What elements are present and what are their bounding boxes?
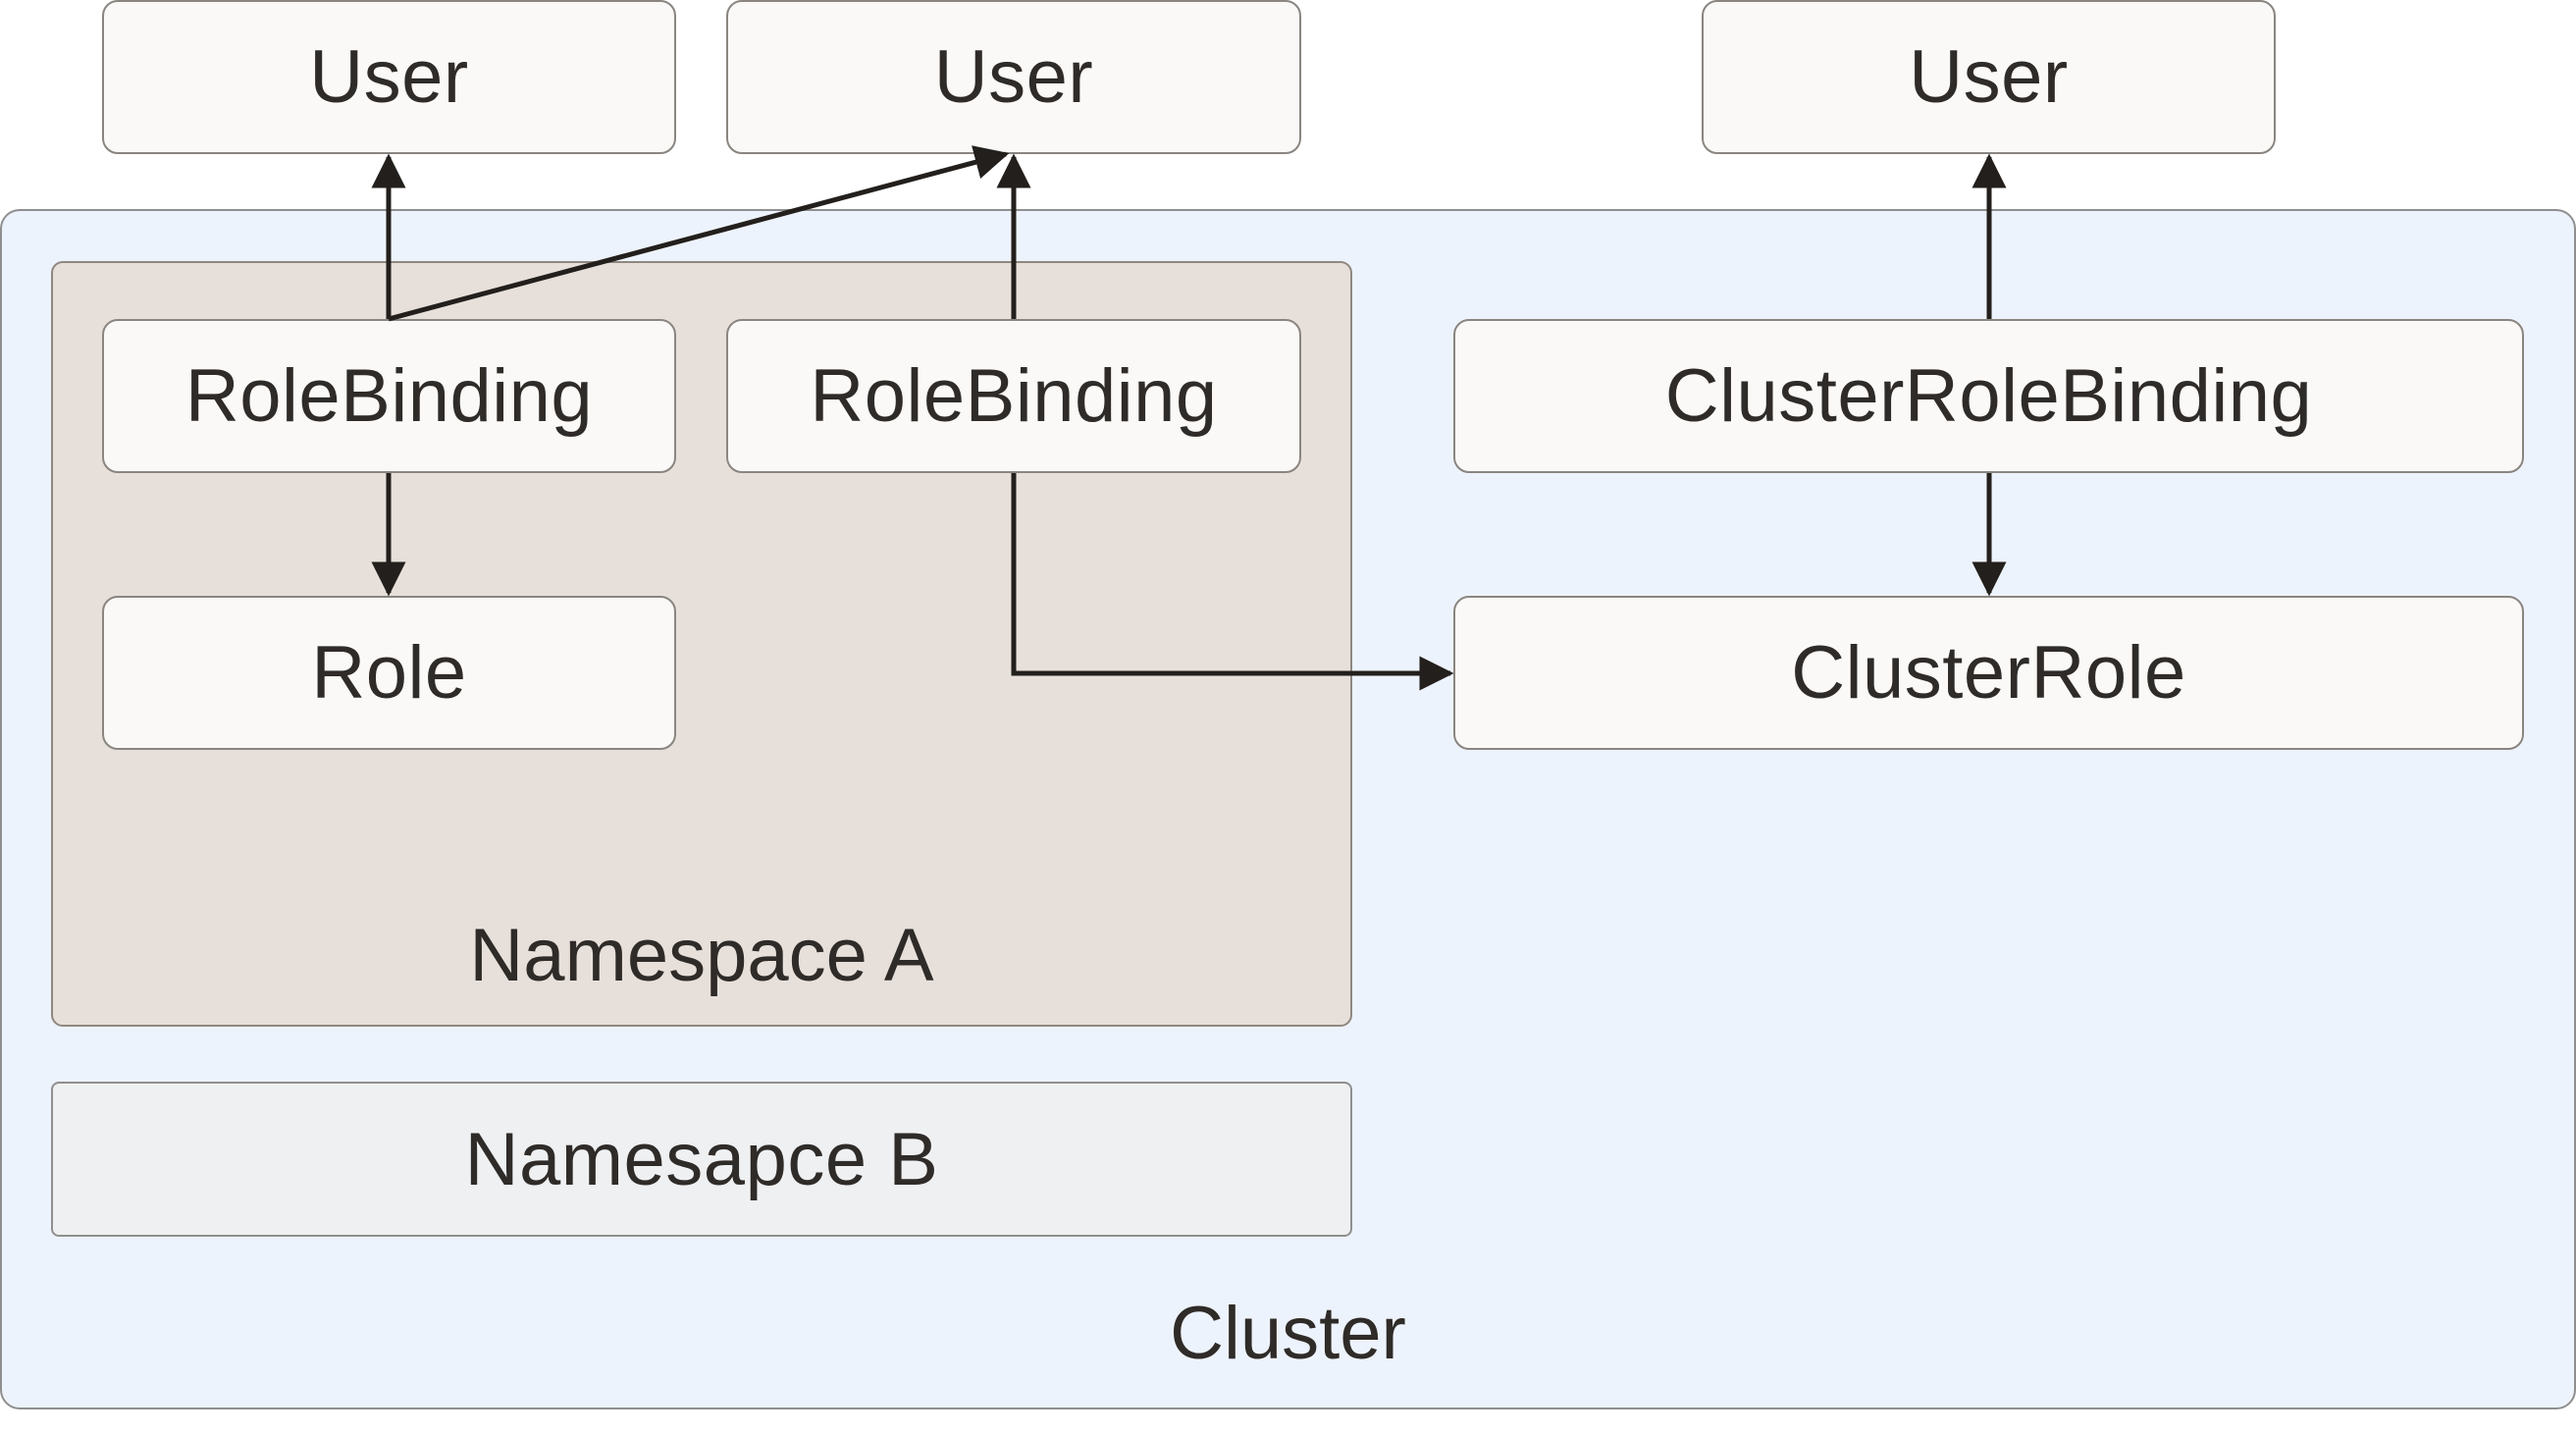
rolebinding-node-1: RoleBinding [102, 319, 676, 473]
clusterrole-node: ClusterRole [1453, 596, 2524, 750]
user-node-2: User [726, 0, 1301, 154]
role-node: Role [102, 596, 676, 750]
user-node-1: User [102, 0, 676, 154]
edge-rolebinding2-to-clusterrole [1011, 473, 1454, 691]
edge-rolebinding1-to-user2 [388, 145, 1010, 322]
namespace-b-region: Namesapce B [51, 1082, 1352, 1237]
cluster-label: Cluster [1170, 1292, 1406, 1375]
namespace-a-label: Namespace A [469, 914, 934, 997]
clusterrolebinding-node: ClusterRoleBinding [1453, 319, 2524, 473]
user-node-3: User [1702, 0, 2276, 154]
rolebinding-node-2: RoleBinding [726, 319, 1301, 473]
